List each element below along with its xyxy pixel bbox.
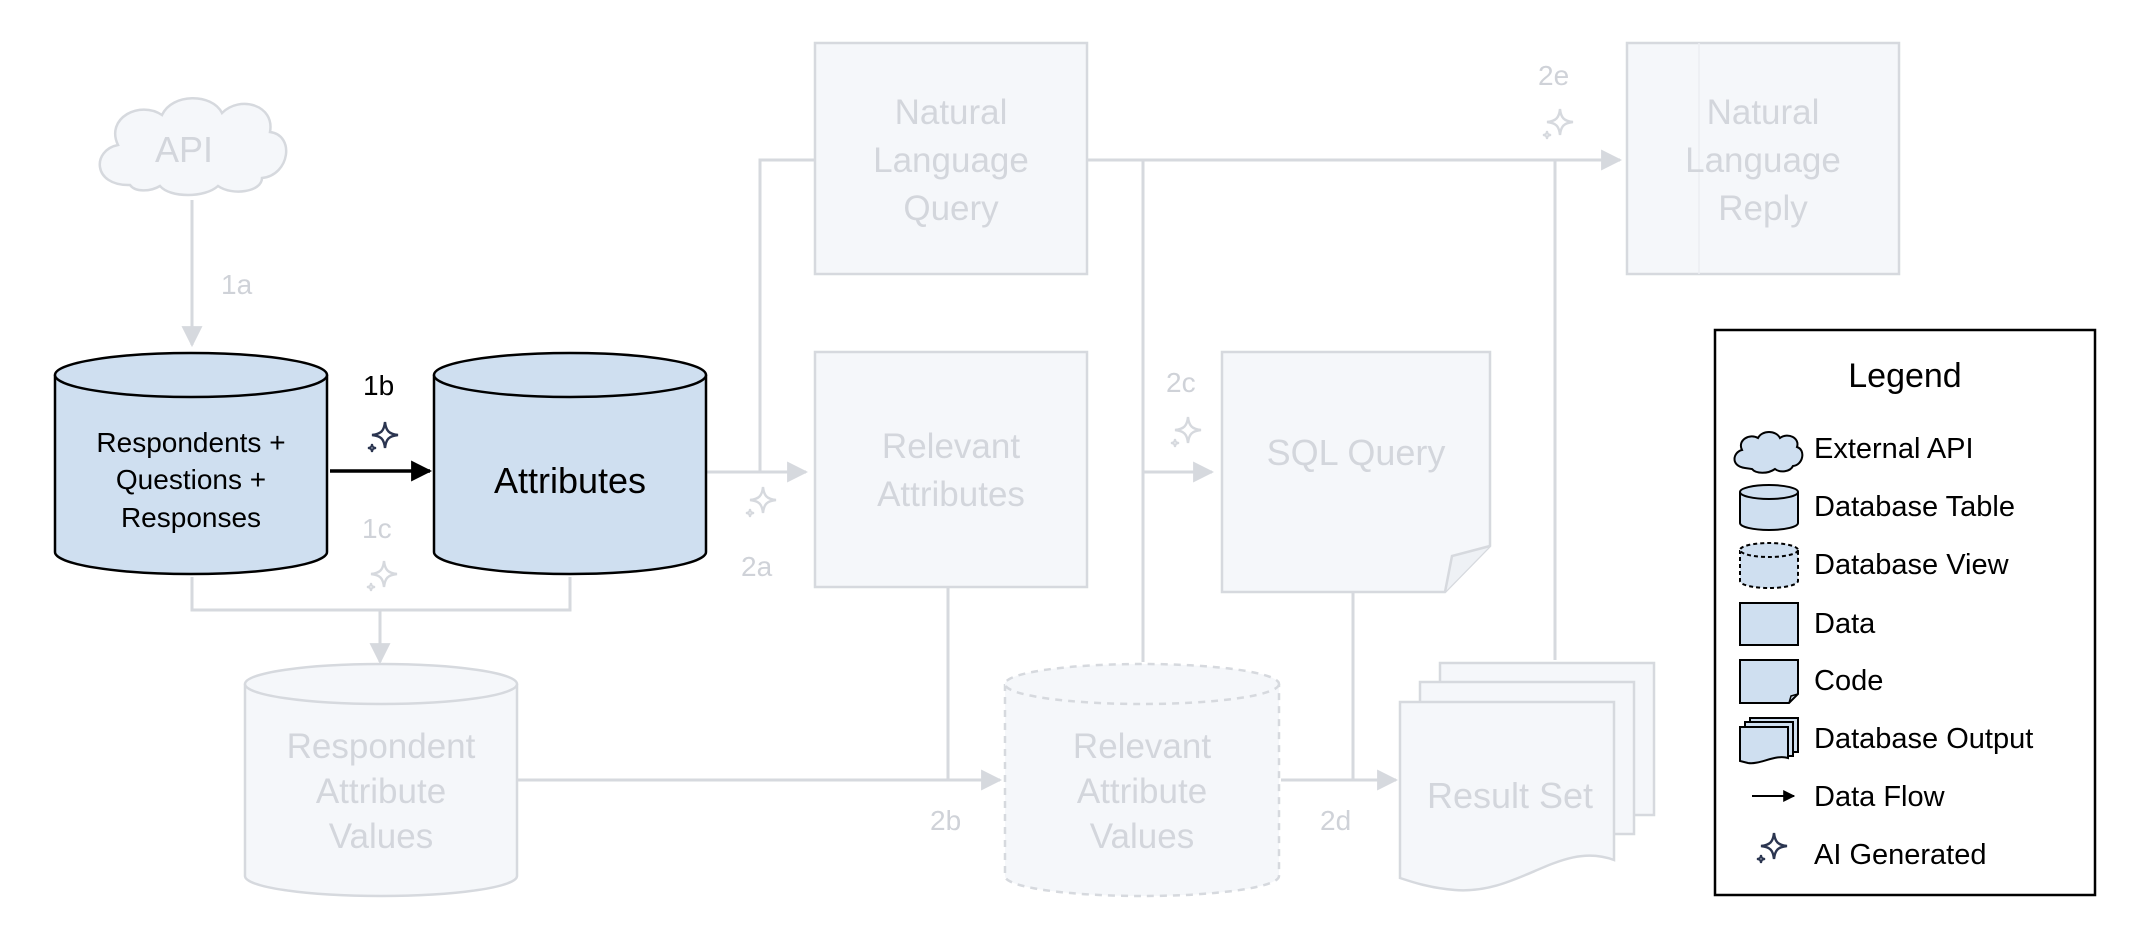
stacked-pages-icon	[1739, 717, 1799, 765]
respondents-line1: Respondents +	[96, 427, 285, 458]
folded-page-icon	[1739, 659, 1799, 704]
step-2e-label: 2e	[1538, 60, 1569, 91]
attributes-node: Attributes	[432, 351, 708, 576]
respondent-attribute-values-node: Respondent Attribute Values	[243, 662, 519, 898]
step-1a-label: 1a	[221, 269, 253, 300]
sparkle-icon	[366, 420, 400, 454]
api-node: API	[98, 97, 288, 197]
nl-reply-line3: Reply	[1718, 189, 1808, 228]
cloud-icon	[1733, 431, 1804, 474]
relevant-attribute-values-line1: Relevant	[1073, 727, 1211, 766]
legend-label-ai-generated: AI Generated	[1814, 839, 1987, 871]
cylinder-icon	[1739, 484, 1799, 531]
sql-query-node: SQL Query	[1220, 350, 1492, 594]
api-label: API	[155, 129, 213, 170]
legend-label-external-api: External API	[1814, 433, 1974, 465]
legend-label-database-view: Database View	[1814, 549, 2010, 581]
attributes-label: Attributes	[494, 460, 646, 501]
legend-label-data: Data	[1814, 608, 1876, 640]
step-2c-label: 2c	[1166, 367, 1196, 398]
respondents-questions-responses-node: Respondents + Questions + Responses	[53, 351, 329, 576]
faded-connectors	[181, 149, 1623, 791]
natural-language-query-node: Natural Language Query	[813, 41, 1089, 276]
respondents-line3: Responses	[121, 502, 261, 533]
relevant-attribute-values-line3: Values	[1090, 817, 1194, 856]
legend-title: Legend	[1848, 357, 1961, 395]
legend-label-database-table: Database Table	[1814, 491, 2015, 523]
relevant-attributes-line2: Attributes	[877, 475, 1025, 514]
step-2a-label: 2a	[741, 551, 773, 582]
result-set-label: Result Set	[1427, 775, 1593, 816]
legend: Legend External API Database Table Datab…	[1713, 328, 2097, 897]
rectangle-icon	[1739, 602, 1799, 646]
dashed-cylinder-icon	[1739, 542, 1799, 589]
relevant-attributes-node: Relevant Attributes	[813, 350, 1089, 589]
respondents-line2: Questions +	[116, 464, 266, 495]
sparkle-icon	[1169, 415, 1203, 449]
nl-reply-line1: Natural	[1707, 93, 1820, 132]
respondent-attribute-values-line3: Values	[329, 817, 433, 856]
nl-query-line3: Query	[903, 189, 999, 228]
legend-label-database-output: Database Output	[1814, 723, 2033, 755]
respondent-attribute-values-line1: Respondent	[287, 727, 476, 766]
sql-query-label: SQL Query	[1267, 432, 1446, 473]
nl-query-line2: Language	[873, 141, 1029, 180]
result-set-node: Result Set	[1398, 661, 1656, 892]
relevant-attribute-values-node: Relevant Attribute Values	[1003, 662, 1281, 898]
nl-reply-line2: Language	[1685, 141, 1841, 180]
relevant-attributes-line1: Relevant	[882, 427, 1020, 466]
step-2b-label: 2b	[930, 805, 961, 836]
step-2d-label: 2d	[1320, 805, 1351, 836]
step-1c-label: 1c	[362, 513, 392, 544]
sparkle-icon	[744, 485, 778, 519]
legend-label-data-flow: Data Flow	[1814, 781, 1946, 813]
nl-query-line1: Natural	[895, 93, 1008, 132]
sparkle-icon	[1541, 107, 1575, 141]
sparkle-icon	[365, 559, 399, 593]
natural-language-reply-node: Natural Language Reply	[1625, 41, 1901, 276]
relevant-attribute-values-line2: Attribute	[1077, 772, 1207, 811]
step-1b-label: 1b	[363, 370, 394, 401]
respondent-attribute-values-line2: Attribute	[316, 772, 446, 811]
legend-label-code: Code	[1814, 665, 1883, 697]
